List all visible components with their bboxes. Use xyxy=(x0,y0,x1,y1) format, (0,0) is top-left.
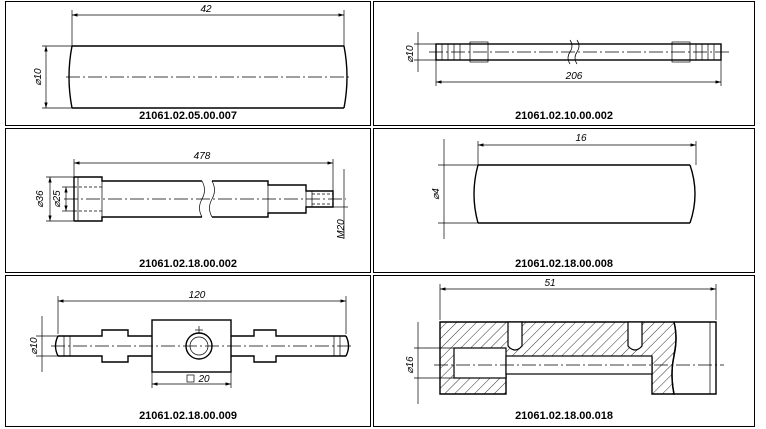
panel-3: 478 ⌀36 ⌀25 M20 21061.02.18.00.002 xyxy=(5,128,371,273)
p3-length-label: 478 xyxy=(194,151,211,162)
panel-1-drawing: 42 ⌀10 xyxy=(33,4,351,109)
p3-part-code: 21061.02.18.00.002 xyxy=(139,258,237,270)
p6-diameter-label: ⌀16 xyxy=(405,356,416,374)
p3-thread-label: M20 xyxy=(336,219,347,239)
p1-length-label: 42 xyxy=(200,4,212,15)
p5-diameter-label: ⌀10 xyxy=(29,337,40,355)
panel-6: 51 ⌀16 21061.02.18.00.018 xyxy=(373,275,755,427)
p1-part-code: 21061.02.05.00.007 xyxy=(139,110,237,122)
p4-diameter-label: ⌀4 xyxy=(431,188,442,200)
p3-outer-diameter-label: ⌀36 xyxy=(35,190,46,208)
panel-2: 206 ⌀10 21061.02.10.00.002 xyxy=(373,1,755,126)
p5-square-label: 20 xyxy=(197,374,210,385)
p4-length-label: 16 xyxy=(575,133,587,144)
panel-5: 120 20 ⌀10 21061.02.18.00.009 xyxy=(5,275,371,427)
p4-part-code: 21061.02.18.00.008 xyxy=(515,258,613,270)
panel-6-drawing: 51 ⌀16 xyxy=(405,278,724,404)
p6-length-label: 51 xyxy=(544,278,555,289)
p2-length-label: 206 xyxy=(565,71,583,82)
panel-4: 16 ⌀4 21061.02.18.00.008 xyxy=(373,128,755,273)
p2-diameter-label: ⌀10 xyxy=(405,45,416,63)
p3-inner-diameter-label: ⌀25 xyxy=(52,190,63,208)
panel-3-drawing: 478 ⌀36 ⌀25 M20 xyxy=(35,151,348,239)
p2-part-code: 21061.02.10.00.002 xyxy=(515,110,613,122)
p1-diameter-label: ⌀10 xyxy=(33,68,44,86)
panel-4-drawing: 16 ⌀4 xyxy=(431,133,697,239)
p5-part-code: 21061.02.18.00.009 xyxy=(139,410,237,422)
panel-1: 42 ⌀10 21061.02.05.00.007 xyxy=(5,1,371,126)
p6-part-code: 21061.02.18.00.018 xyxy=(515,410,613,422)
p5-length-label: 120 xyxy=(189,290,206,301)
panel-5-drawing: 120 20 ⌀10 xyxy=(29,290,354,388)
panel-2-drawing: 206 ⌀10 xyxy=(405,32,729,86)
